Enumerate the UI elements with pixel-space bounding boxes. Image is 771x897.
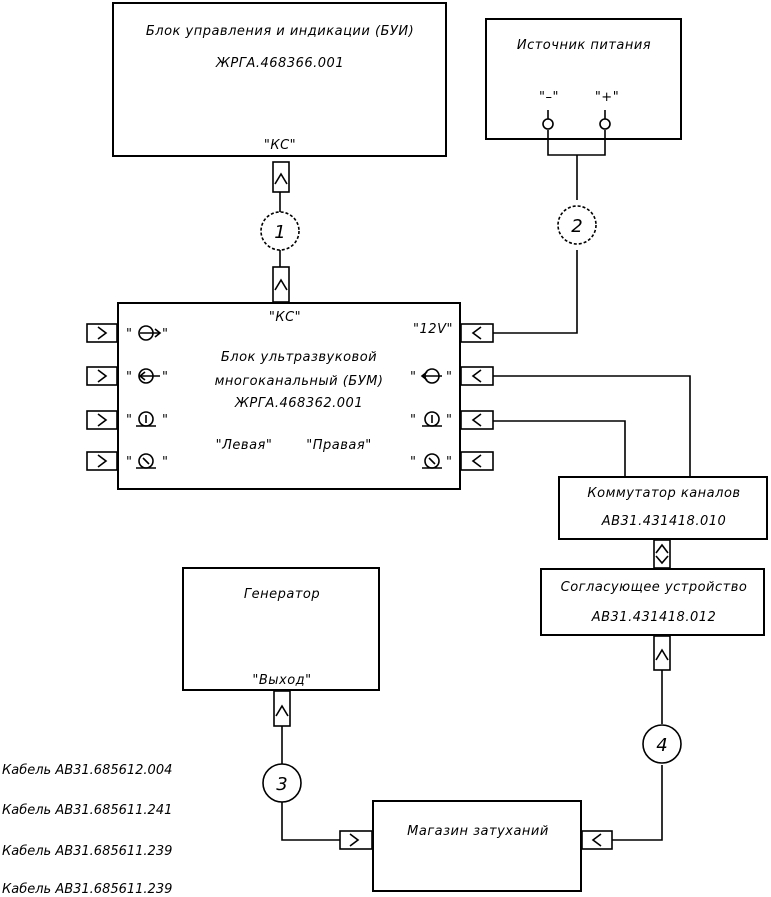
generator-port-label: "Выход" <box>252 673 312 688</box>
cable-marker-3-circle <box>262 763 302 803</box>
quote-mark: " <box>126 370 132 385</box>
connector-bum-left-4 <box>86 451 118 471</box>
bum-port-top-label: "КС" <box>268 310 302 325</box>
bum-block: "КС" Блок ультразвуковой многоканальный … <box>117 302 461 490</box>
transducer-1-symbol-right <box>422 411 442 427</box>
connector-bui-ks <box>272 161 290 193</box>
bum-right-label: "Правая" <box>306 438 372 453</box>
quote-mark: " <box>410 370 416 385</box>
commutator-block: Коммутатор каналов АВ31.431418.010 <box>558 476 768 540</box>
cable-2-wire-bottom <box>493 250 578 334</box>
quote-mark: " <box>162 413 168 428</box>
cable-marker-4-circle <box>642 724 682 764</box>
connector-bum-ks <box>272 266 290 303</box>
connector-bum-right-4 <box>460 451 494 471</box>
cable-marker-4: 4 <box>656 735 667 756</box>
power-plus-label: "+" <box>594 90 620 105</box>
bum-code: ЖРГА.468362.001 <box>234 396 364 411</box>
quote-mark: " <box>162 455 168 470</box>
quote-mark: " <box>126 455 132 470</box>
cable-marker-2-circle <box>557 205 597 245</box>
legend-cable-1: Кабель АВ31.685612.004 <box>2 763 173 778</box>
matching-device-block: Согласующее устройство АВ31.431418.012 <box>540 568 765 636</box>
connector-attenuator-left <box>339 830 373 850</box>
cable-marker-3: 3 <box>276 774 287 795</box>
power-minus-label: "–" <box>539 90 559 105</box>
terminal-minus <box>542 110 554 130</box>
cable-4-wire-bottom <box>612 765 663 841</box>
connector-bum-right-3 <box>460 410 494 430</box>
bum-title-line2: многоканальный (БУМ) <box>214 374 384 389</box>
quote-mark: " <box>162 370 168 385</box>
power-supply-block: Источник питания "–" "+" <box>485 18 682 140</box>
commutator-title: Коммутатор каналов <box>587 486 741 501</box>
wire-bum-to-commutator-a <box>493 375 691 476</box>
matching-device-title: Согласующее устройство <box>560 580 748 595</box>
bum-title-line1: Блок ультразвуковой <box>220 350 378 365</box>
quote-mark: " <box>446 413 452 428</box>
connector-bum-right-12v <box>460 323 494 343</box>
legend-cable-4: Кабель АВ31.685611.239 <box>2 882 173 897</box>
quote-mark: " <box>126 413 132 428</box>
connector-bum-right-2 <box>460 366 494 386</box>
generator-title: Генератор <box>243 587 321 602</box>
wire-bum-to-commutator-b <box>493 420 626 476</box>
transducer-1-symbol-left <box>136 411 156 427</box>
commutator-code: АВ31.431418.010 <box>601 514 727 529</box>
power-supply-title: Источник питания <box>516 38 652 53</box>
quote-mark: " <box>162 327 168 342</box>
connector-bum-left-2 <box>86 366 118 386</box>
quote-mark: " <box>446 370 452 385</box>
quote-mark: " <box>410 455 416 470</box>
cable-3-wire-bottom <box>281 802 340 841</box>
arrow-right-symbol-left <box>138 325 162 341</box>
bui-block: Блок управления и индикации (БУИ) ЖРГА.4… <box>112 2 447 157</box>
quote-mark: " <box>446 455 452 470</box>
generator-block: Генератор "Выход" <box>182 567 380 691</box>
attenuator-title: Магазин затуханий <box>407 824 549 839</box>
quote-mark: " <box>410 413 416 428</box>
bui-port-label: "КС" <box>263 138 297 153</box>
legend-cable-2: Кабель АВ31.685611.241 <box>2 803 173 818</box>
cable-marker-2: 2 <box>571 216 582 237</box>
terminal-plus <box>599 110 611 130</box>
connector-generator-output <box>273 690 291 727</box>
connector-matching-bottom <box>653 635 671 671</box>
attenuator-block: Магазин затуханий <box>372 800 582 892</box>
bui-code: ЖРГА.468366.001 <box>215 56 345 71</box>
cable-2-power-bridge <box>547 130 606 156</box>
connector-attenuator-right <box>581 830 613 850</box>
transducer-2-symbol-left <box>136 453 156 469</box>
bum-12v-label: "12V" <box>413 322 453 337</box>
arrow-left-symbol-right <box>420 368 442 384</box>
transducer-2-symbol-right <box>422 453 442 469</box>
bum-left-label: "Левая" <box>215 438 273 453</box>
matching-device-code: АВ31.431418.012 <box>591 610 717 625</box>
cable-marker-1-circle <box>260 211 300 251</box>
connector-commutator-matching <box>653 539 671 569</box>
connector-bum-left-1 <box>86 323 118 343</box>
arrow-left-symbol-left <box>138 368 160 384</box>
bui-title: Блок управления и индикации (БУИ) <box>145 24 415 39</box>
cable-marker-1: 1 <box>274 222 285 243</box>
connector-bum-left-3 <box>86 410 118 430</box>
quote-mark: " <box>126 327 132 342</box>
legend-cable-3: Кабель АВ31.685611.239 <box>2 844 173 859</box>
